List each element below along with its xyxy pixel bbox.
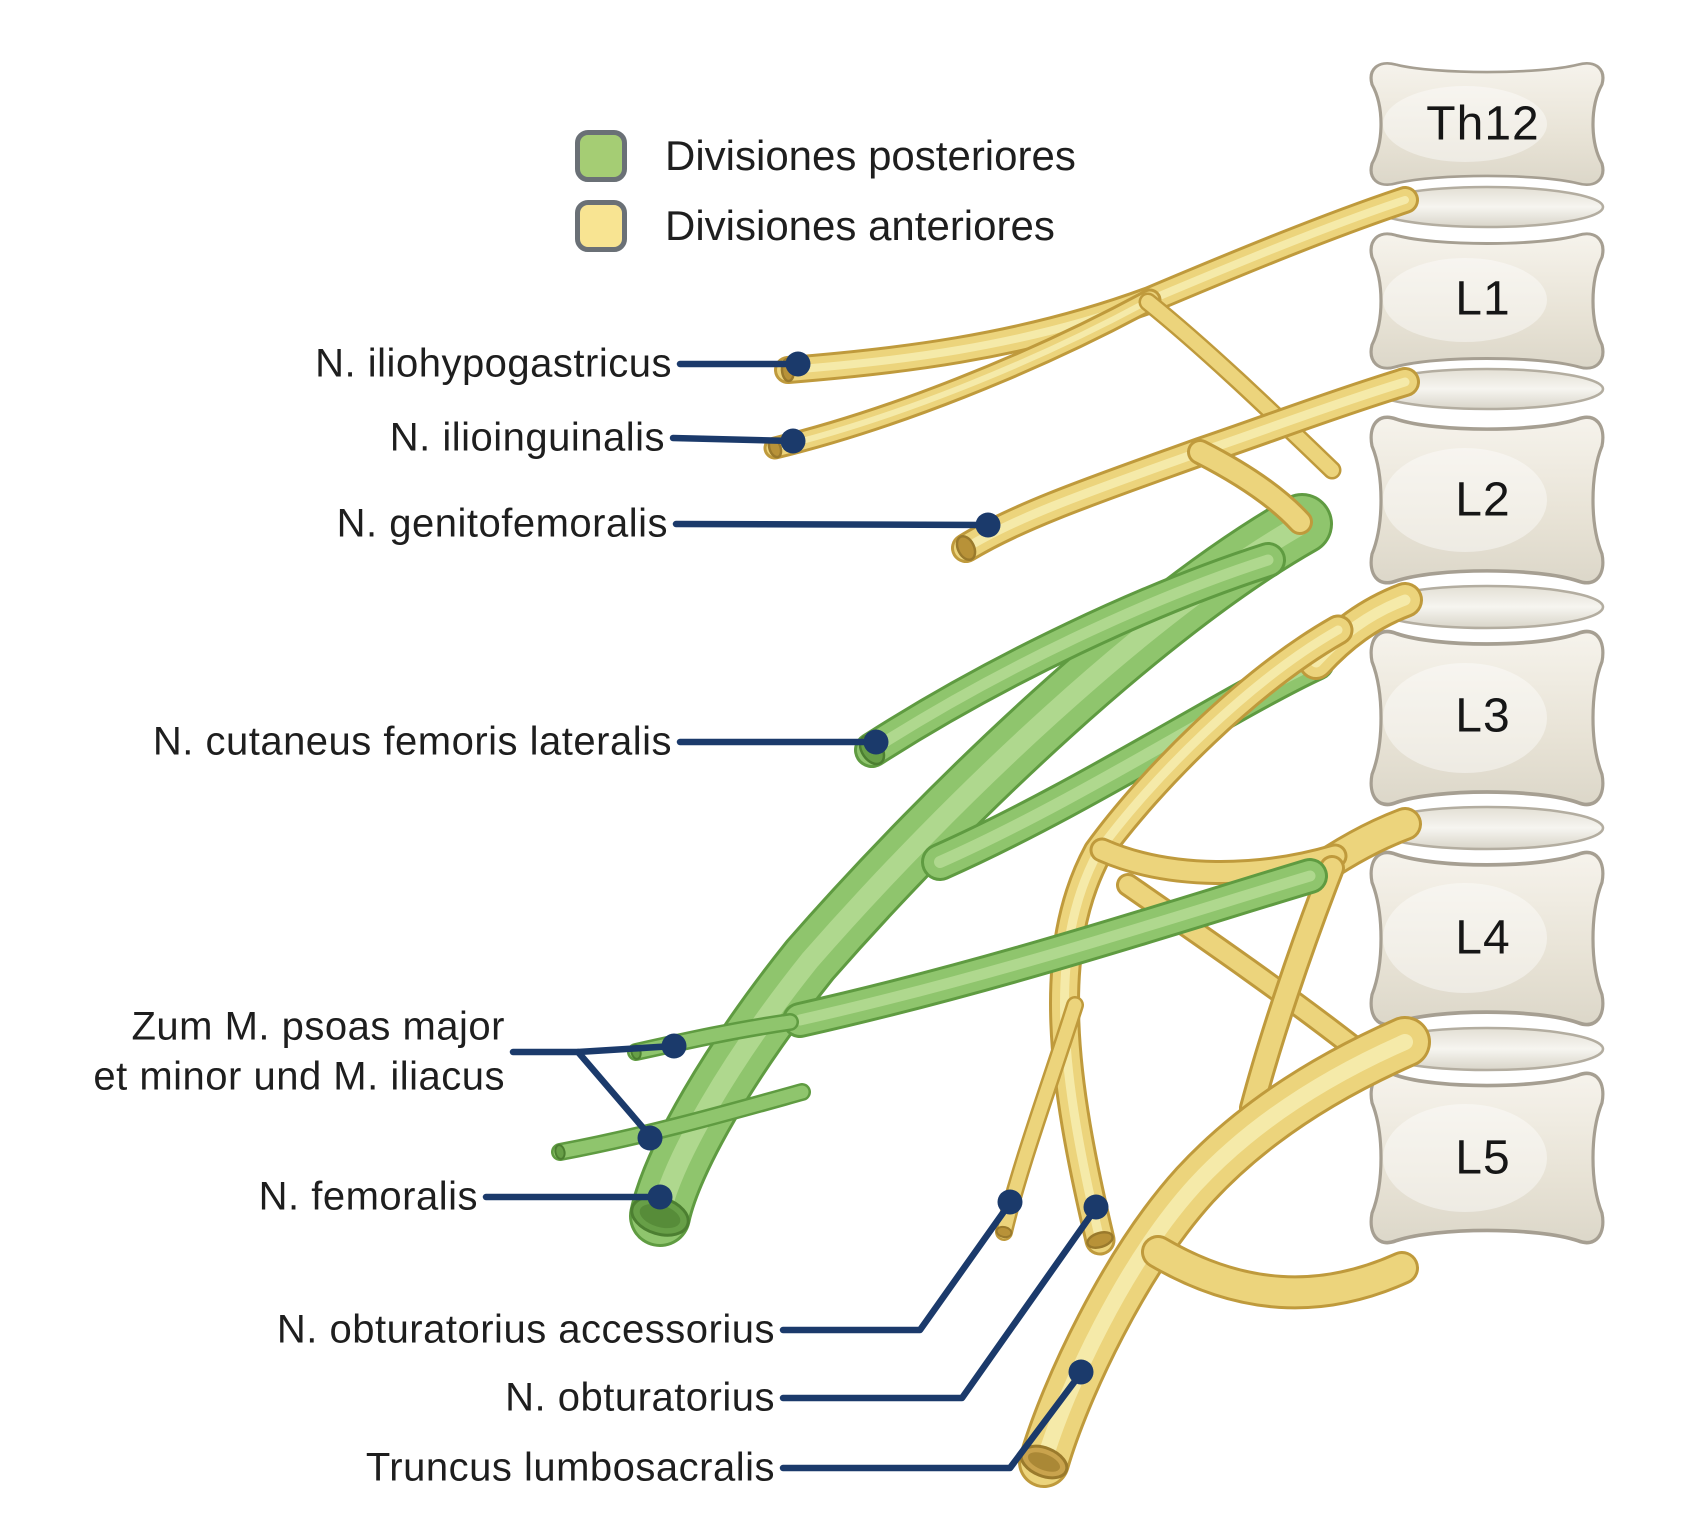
leader-truncus [779,1369,1085,1472]
leader-obt-accessorius [779,1199,1014,1334]
label-n-cutaneus-femoris-lateralis: N. cutaneus femoris lateralis [152,719,672,764]
leader-ilioinguinalis [669,434,797,445]
label-truncus-lumbosacralis: Truncus lumbosacralis [365,1445,775,1490]
vertebra-label-l2: L2 [1455,473,1511,527]
leader-dots [637,351,1109,1385]
vertebra-label-l4: L4 [1455,911,1511,965]
vertebra-label-l5: L5 [1455,1131,1511,1185]
label-n-obturatorius: N. obturatorius [505,1375,775,1420]
legend-swatch-anteriores [575,200,627,252]
label-n-femoralis: N. femoralis [258,1174,478,1219]
label-n-obturatorius-accessorius: N. obturatorius accessorius [276,1307,775,1352]
vertebra-label-l3: L3 [1455,689,1511,743]
legend-swatch-posteriores [575,130,627,182]
leader-psoas-b [574,1048,654,1140]
vertebra-highlights [1383,86,1547,1212]
nerve-connector-l2 [1200,452,1300,522]
label-n-ilioinguinalis: N. ilioinguinalis [389,415,665,460]
leader-obturatorius [779,1204,1100,1402]
leader-genitofemoralis [672,520,992,529]
vertebra-label-l1: L1 [1455,272,1511,326]
vertebra-label-th12: Th12 [1426,97,1540,151]
legend-label-posteriores: Divisiones posteriores [665,132,1076,179]
label-n-iliohypogastricus: N. iliohypogastricus [315,341,672,386]
label-zum-m-psoas-line2: et minor und M. iliacus [93,1054,505,1099]
legend-label-anteriores: Divisiones anteriores [665,202,1055,249]
label-n-genitofemoralis: N. genitofemoralis [336,501,668,546]
leader-lines [482,360,1100,1472]
label-zum-m-psoas-line1: Zum M. psoas major [131,1004,505,1049]
